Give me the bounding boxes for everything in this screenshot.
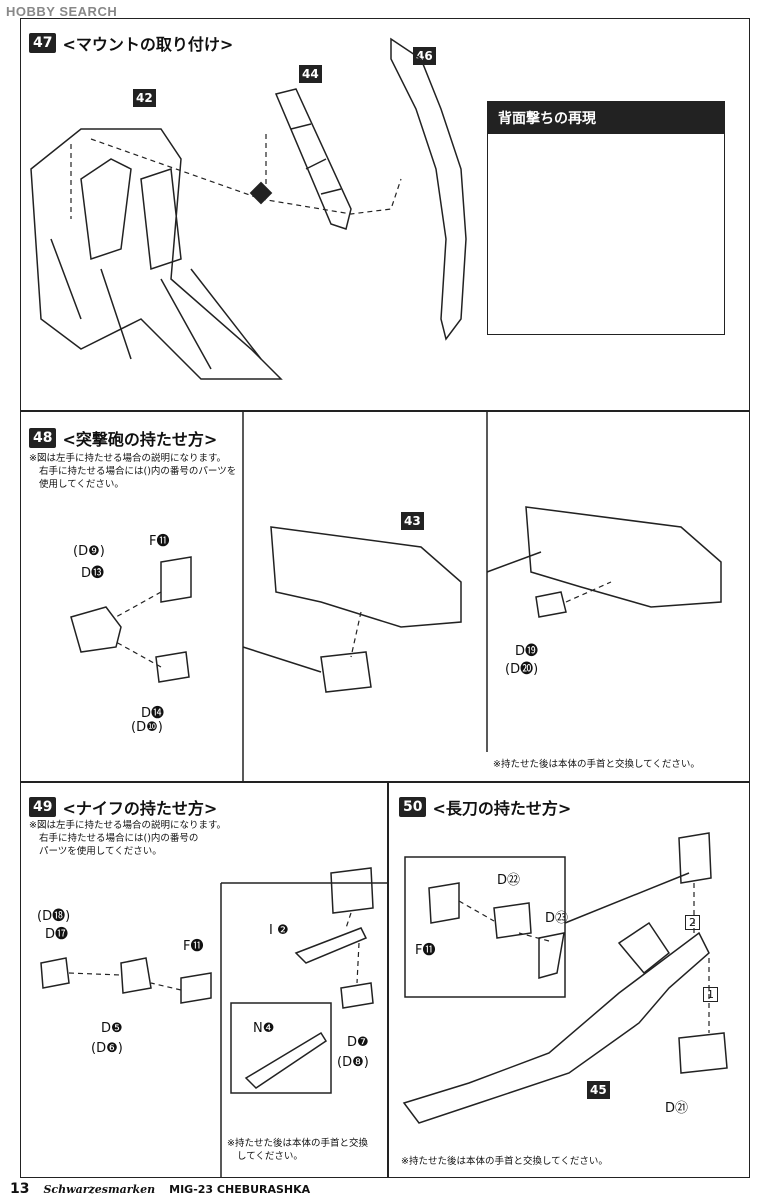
part-label-d13: D⓭ (81, 566, 105, 581)
step-number: 47 (29, 33, 57, 53)
part-callout-42: 42 (133, 89, 156, 107)
assembly-step-2: 2 (685, 915, 700, 930)
part-label-d20: (D⓴) (505, 662, 539, 677)
note-line: してください。 (237, 1151, 303, 1162)
watermark: HOBBY SEARCH (6, 4, 118, 19)
part-label-d7: D❼ (347, 1035, 369, 1050)
part-label-d17: D⓱ (45, 927, 69, 942)
step-number: 48 (29, 428, 57, 448)
part-label-d10: (D❿) (131, 720, 163, 735)
note-line: 右手に持たせる場合には()内の番号の (39, 833, 199, 844)
knife-grip-illustration (40, 867, 387, 1177)
part-label-d5: D❺ (101, 1021, 123, 1036)
step-number: 49 (29, 797, 57, 817)
step-title: <突撃砲の持たせ方> (62, 430, 218, 449)
grip-instruction-note: ※図は左手に持たせる場合の説明になります。 右手に持たせる場合には()内の番号の… (29, 819, 226, 858)
part-label-d9: (D❾) (73, 544, 105, 559)
part-label-n4: N❹ (253, 1021, 275, 1036)
wrist-swap-note: ※持たせた後は本体の手首と交換してください。 (493, 759, 700, 770)
part-label-d18: (D⓲) (37, 909, 71, 924)
part-callout-43: 43 (401, 512, 424, 530)
page-number: 13 (10, 1181, 30, 1197)
part-label-d14: D⓮ (141, 706, 165, 721)
assembly-step-1: 1 (703, 987, 718, 1002)
part-label-d23: D㉓ (545, 911, 569, 926)
grip-instruction-note: ※図は左手に持たせる場合の説明になります。 右手に持たせる場合には()内の番号の… (29, 452, 236, 491)
note-line: パーツを使用してください。 (39, 846, 162, 857)
note-line: ※図は左手に持たせる場合の説明になります。 (29, 453, 227, 464)
panel-step-47: 47 <マウントの取り付け> 42 44 46 背面撃ちの再現 (20, 18, 750, 411)
part-label-d21: D㉑ (665, 1101, 689, 1116)
step-50-header: 50 <長刀の持たせ方> (399, 795, 571, 819)
step-title: <ナイフの持たせ方> (62, 799, 218, 818)
model-name: MIG-23 CHEBURASHKA (169, 1182, 311, 1196)
rifle-grip-illustration (70, 412, 722, 781)
note-line: 右手に持たせる場合には()内の番号のパーツを (39, 466, 237, 477)
step-title: <長刀の持たせ方> (432, 799, 572, 818)
brand-logo: Schwarzesmarken (43, 1182, 156, 1196)
part-label-d6: (D❻) (91, 1041, 123, 1056)
panel-step-48: 48 <突撃砲の持たせ方> ※図は左手に持たせる場合の説明になります。 右手に持… (20, 411, 750, 782)
part-label-f11: F⓫ (149, 534, 170, 549)
part-label-d19: D⓳ (515, 644, 539, 659)
step-49-header: 49 <ナイフの持たせ方> (29, 795, 217, 819)
step-number: 50 (399, 797, 427, 817)
step-48-header: 48 <突撃砲の持たせ方> (29, 426, 217, 450)
part-label-d22: D㉒ (497, 873, 521, 888)
panel-step-50: 50 <長刀の持たせ方> D㉒ D㉓ F⓫ D㉑ 2 1 45 ※持たせた後は本… (388, 782, 750, 1178)
note-line: ※持たせた後は本体の手首と交換 (227, 1138, 368, 1149)
wrist-swap-note: ※持たせた後は本体の手首と交換 してください。 (227, 1137, 368, 1163)
part-callout-45: 45 (587, 1081, 610, 1099)
note-line: 使用してください。 (39, 479, 124, 490)
part-label-f11: F⓫ (415, 943, 436, 958)
part-label-d8: (D❽) (337, 1055, 369, 1070)
page-footer: 13 Schwarzesmarken MIG-23 CHEBURASHKA (10, 1178, 750, 1200)
part-label-i2: I ❷ (269, 923, 289, 938)
inset-title: 背面撃ちの再現 (488, 102, 724, 134)
panel-step-49: 49 <ナイフの持たせ方> ※図は左手に持たせる場合の説明になります。 右手に持… (20, 782, 388, 1178)
step-title: <マウントの取り付け> (62, 35, 234, 54)
rear-fire-inset: 背面撃ちの再現 (487, 101, 725, 335)
part-callout-46: 46 (413, 47, 436, 65)
note-line: ※図は左手に持たせる場合の説明になります。 (29, 820, 227, 831)
step-47-header: 47 <マウントの取り付け> (29, 31, 233, 55)
part-callout-44: 44 (299, 65, 322, 83)
part-label-f11: F⓫ (183, 939, 204, 954)
wrist-swap-note: ※持たせた後は本体の手首と交換してください。 (401, 1156, 608, 1167)
long-sword-grip-illustration (402, 832, 728, 1124)
